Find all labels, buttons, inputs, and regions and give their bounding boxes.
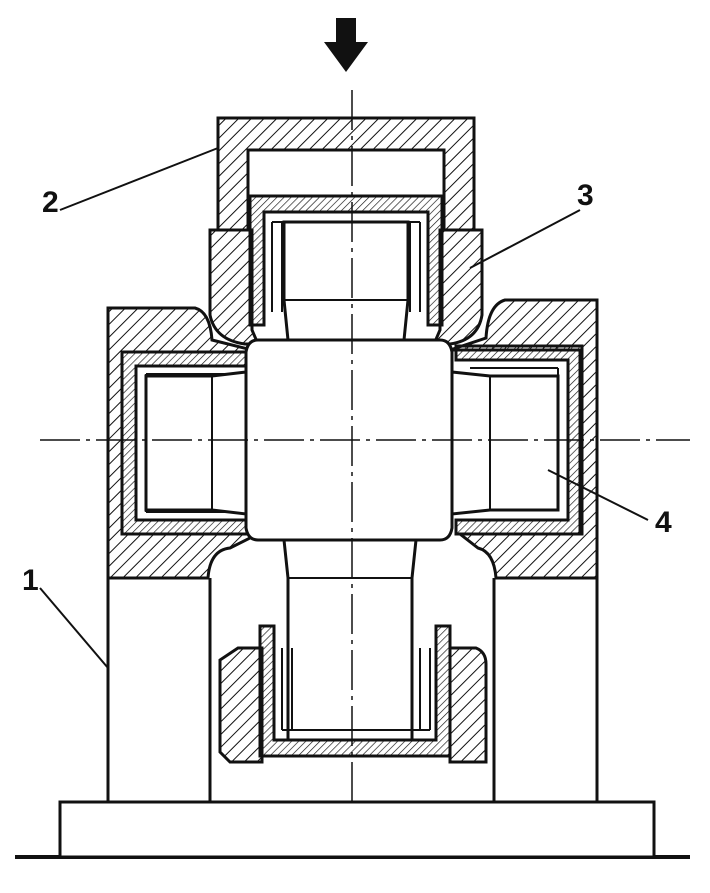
label-press-cap: 2 bbox=[42, 186, 59, 219]
base-frame bbox=[106, 578, 599, 802]
upper-sleeve-right bbox=[431, 228, 484, 346]
center-lines bbox=[40, 90, 690, 808]
label-upper-sleeve: 3 bbox=[577, 179, 594, 212]
bottom-bearing-cup bbox=[258, 624, 452, 758]
leader-lines bbox=[39, 147, 649, 669]
label-base-frame: 1 bbox=[22, 564, 39, 597]
cross-spider bbox=[144, 220, 560, 742]
label-bearing-cup: 4 bbox=[655, 506, 672, 539]
base-plate bbox=[15, 800, 690, 859]
down-arrow-icon bbox=[324, 18, 368, 72]
upper-sleeve-left bbox=[208, 228, 261, 346]
bottom-support-block bbox=[218, 646, 488, 764]
